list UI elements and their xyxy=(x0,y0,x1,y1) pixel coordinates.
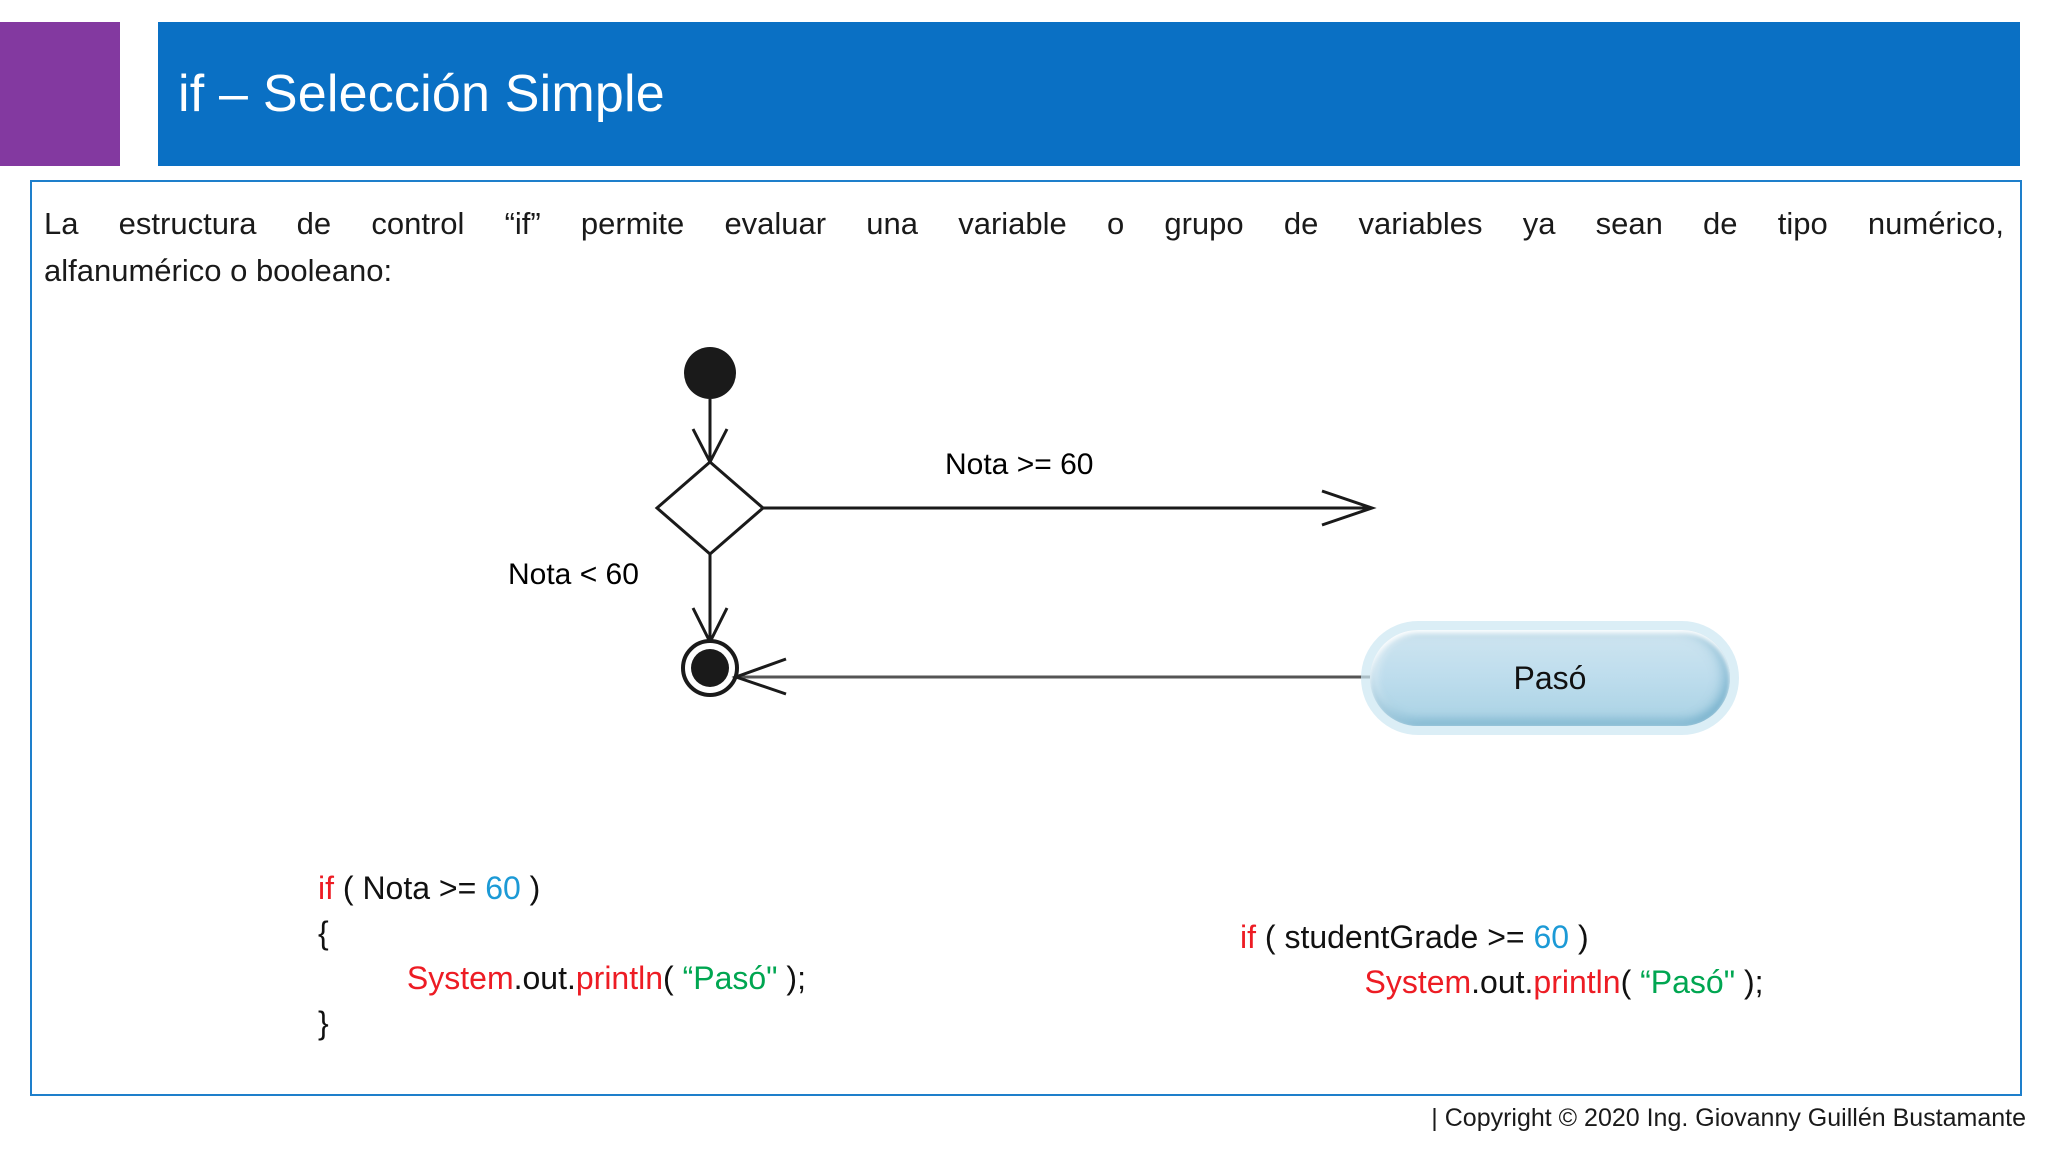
code-right-indent xyxy=(1240,964,1364,1000)
code-right-class-system: System xyxy=(1364,964,1472,1000)
code-right-member-out: .out. xyxy=(1471,964,1534,1000)
code-right-call-open: ( xyxy=(1620,964,1641,1000)
code-right-keyword-if: if xyxy=(1240,919,1256,955)
code-left-line-3: System.out.println( “Pasó" ); xyxy=(318,960,806,996)
code-left-number: 60 xyxy=(485,870,521,906)
body-paragraph: La estructura de control “if” permite ev… xyxy=(44,200,2004,294)
code-block-right: if ( studentGrade >= 60 ) System.out.pri… xyxy=(1240,915,1764,1005)
code-right-line-1: if ( studentGrade >= 60 ) xyxy=(1240,919,1589,955)
code-left-condition: ( Nota >= xyxy=(334,870,486,906)
header-title-bar xyxy=(158,22,2020,166)
code-right-paren-close: ) xyxy=(1569,919,1589,955)
code-left-indent xyxy=(318,960,407,996)
code-left-member-out: .out. xyxy=(513,960,576,996)
code-right-string-literal: “Pasó" xyxy=(1640,964,1736,1000)
code-right-number: 60 xyxy=(1533,919,1570,955)
code-left-paren-close: ) xyxy=(520,870,541,906)
code-left-method-println: println xyxy=(575,960,664,996)
code-right-condition: ( studentGrade >= xyxy=(1256,919,1534,955)
code-block-left: if ( Nota >= 60 ) { System.out.println( … xyxy=(318,866,806,1046)
body-paragraph-line-2: alfanumérico o booleano: xyxy=(44,253,393,288)
code-right-call-close: ); xyxy=(1735,964,1764,1000)
code-left-string-literal: “Pasó" xyxy=(682,960,778,996)
code-right-line-2: System.out.println( “Pasó" ); xyxy=(1240,964,1764,1000)
code-right-method-println: println xyxy=(1533,964,1621,1000)
code-left-line-1: if ( Nota >= 60 ) xyxy=(318,870,540,906)
page-title: if – Selección Simple xyxy=(178,65,665,123)
code-left-line-4: } xyxy=(318,1005,329,1041)
body-paragraph-line-1: La estructura de control “if” permite ev… xyxy=(44,206,2004,241)
edge-label-false: Nota < 60 xyxy=(508,558,639,591)
edge-label-true: Nota >= 60 xyxy=(945,448,1094,481)
header-accent-block xyxy=(0,22,120,166)
code-left-class-system: System xyxy=(406,960,514,996)
footer-copyright: | Copyright © 2020 Ing. Giovanny Guillén… xyxy=(1431,1104,2026,1132)
code-left-call-open: ( xyxy=(663,960,683,996)
code-keyword-if: if xyxy=(318,870,334,906)
code-left-line-2: { xyxy=(318,915,329,951)
code-left-call-close: ); xyxy=(777,960,806,996)
